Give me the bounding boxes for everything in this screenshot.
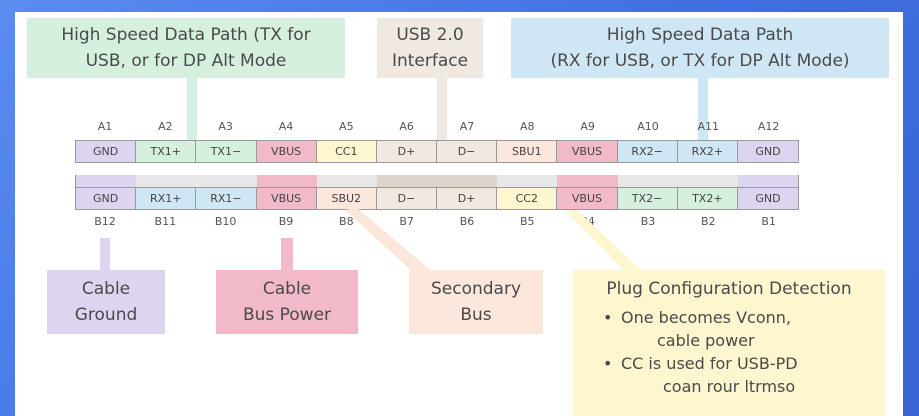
- pin-number-label: B10: [214, 215, 237, 228]
- pin-number-label: B4: [580, 215, 595, 228]
- pin-number-label: A12: [757, 120, 780, 133]
- top-row-pin-6: D+: [376, 141, 438, 162]
- rx-path-line-2: (RX for USB, or TX for DP Alt Mode): [550, 51, 850, 71]
- top-row-pin-9: VBUS: [557, 141, 618, 162]
- bullet-usbpd: CC is used for USB-PD coan rour ltrmso: [573, 352, 885, 398]
- tx-connector: [187, 78, 197, 148]
- cable-ground-line-2: Ground: [74, 305, 138, 325]
- bottom-row-pin-1: GND: [76, 188, 137, 209]
- pin-number-label: B11: [154, 215, 177, 228]
- mid-band-cell: [557, 175, 618, 189]
- bottom-row-pin-4: VBUS: [256, 188, 317, 209]
- diagram-card: High Speed Data Path (TX for USB, or for…: [15, 12, 903, 416]
- top-row-pin-2: TX1+: [136, 141, 197, 162]
- pin-number-label: A11: [697, 120, 720, 133]
- top-row-pin-7: D−: [437, 141, 498, 162]
- pin-number-label: A7: [459, 120, 475, 133]
- bottom-row-pin-2: RX1+: [136, 188, 197, 209]
- top-row-pin-4: VBUS: [256, 141, 317, 162]
- top-row-pin-11: RX2+: [677, 141, 738, 162]
- rx-path-label-box: High Speed Data Path (RX for USB, or TX …: [511, 18, 889, 78]
- mid-band-cell: [737, 175, 799, 189]
- mid-band-cell: [256, 175, 317, 189]
- mid-band-cell: [497, 175, 558, 189]
- bus-power-box: Cable Bus Power: [216, 270, 358, 334]
- pin-number-label: A3: [218, 120, 233, 133]
- tx-path-label-box: High Speed Data Path (TX for USB, or for…: [27, 18, 345, 78]
- pin-number-label: B1: [761, 215, 776, 228]
- mid-band-cell: [437, 175, 498, 189]
- power-connector: [281, 238, 293, 274]
- bullet-usbpd-line-1: CC is used for USB-PD: [621, 354, 798, 373]
- tx-path-line-1: High Speed Data Path (TX for: [61, 25, 311, 45]
- bottom-row-pin-3: RX1−: [196, 188, 257, 209]
- bottom-row-pin-10: TX2−: [617, 188, 678, 209]
- ground-connector: [100, 238, 110, 274]
- pin-number-label: B5: [520, 215, 535, 228]
- top-row-pin-8: SBU1: [497, 141, 558, 162]
- usb2-line-2: Interface: [391, 51, 469, 71]
- top-row-pin-12: GND: [737, 141, 799, 162]
- bullet-vconn-line-2: cable power: [657, 331, 755, 350]
- pin-number-label: B2: [701, 215, 716, 228]
- bottom-row-pin-11: TX2+: [677, 188, 738, 209]
- rx-path-line-1: High Speed Data Path: [606, 25, 794, 45]
- pin-number-label: A6: [399, 120, 414, 133]
- usb2-line-1: USB 2.0: [396, 25, 464, 45]
- pin-number-label: A9: [580, 120, 595, 133]
- top-row-pin-5: CC1: [316, 141, 377, 162]
- usb2-label-box: USB 2.0 Interface: [377, 18, 483, 78]
- mid-band-cell: [376, 175, 438, 189]
- pin-number-label: A1: [97, 120, 113, 133]
- bullet-vconn-line-1: One becomes Vconn,: [621, 308, 791, 327]
- pin-number-label: B12: [94, 215, 116, 228]
- tx-path-line-2: USB, or for DP Alt Mode: [85, 51, 287, 71]
- secondary-bus-line-1: Secondary: [430, 279, 522, 299]
- mid-band-cell: [196, 175, 257, 189]
- mid-band-cell: [316, 175, 377, 189]
- bottom-row-pin-5: SBU2: [316, 188, 377, 209]
- pin-number-label: A4: [278, 120, 294, 133]
- pin-number-label: A10: [637, 120, 659, 133]
- mid-band-cell: [617, 175, 678, 189]
- plug-config-bullets: One becomes Vconn, cable power CC is use…: [573, 306, 885, 398]
- bullet-usbpd-line-2: coan rour ltrmso: [663, 377, 796, 396]
- top-row-pin-10: RX2−: [617, 141, 678, 162]
- plug-config-title: Plug Configuration Detection: [606, 279, 852, 299]
- usb2-connector: [437, 78, 447, 148]
- mid-band-cell: [76, 175, 137, 189]
- bus-power-line-2: Bus Power: [242, 305, 332, 325]
- plug-config-box: Plug Configuration Detection One becomes…: [573, 270, 885, 416]
- pin-number-label: B9: [278, 215, 294, 228]
- cable-ground-line-1: Cable: [81, 279, 131, 299]
- pin-number-label: A5: [339, 120, 354, 133]
- bus-power-line-1: Cable: [262, 279, 312, 299]
- pin-number-label: B6: [459, 215, 475, 228]
- pin-number-label: A2: [158, 120, 173, 133]
- bottom-row-pin-8: CC2: [497, 188, 558, 209]
- mid-pin-band: [75, 175, 799, 189]
- pin-number-label: B7: [399, 215, 414, 228]
- rx-connector: [698, 78, 708, 148]
- secondary-bus-box: Secondary Bus: [409, 270, 543, 334]
- bottom-row-pin-12: GND: [737, 188, 799, 209]
- bottom-row-pin-6: D−: [376, 188, 438, 209]
- pin-number-label: A8: [520, 120, 535, 133]
- bottom-row-pin-9: VBUS: [557, 188, 618, 209]
- top-row-pin-3: TX1−: [196, 141, 257, 162]
- pin-number-label: B8: [339, 215, 354, 228]
- bottom-row-pin-7: D+: [437, 188, 498, 209]
- cable-ground-box: Cable Ground: [47, 270, 165, 334]
- pin-number-label: B3: [640, 215, 656, 228]
- mid-band-cell: [136, 175, 197, 189]
- top-row-pin-1: GND: [76, 141, 137, 162]
- bullet-vconn: One becomes Vconn, cable power: [573, 306, 885, 352]
- secondary-bus-line-2: Bus: [460, 305, 492, 325]
- mid-band-cell: [677, 175, 738, 189]
